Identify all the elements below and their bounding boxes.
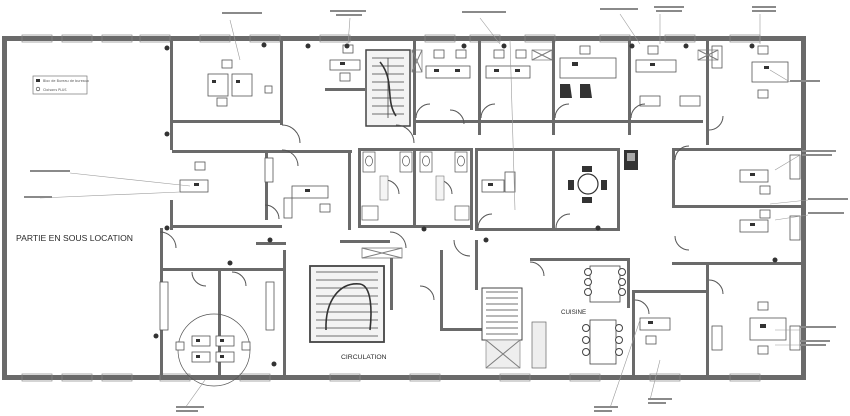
kitchen (529, 258, 630, 369)
stair-top (365, 49, 411, 127)
office-small-center-left (281, 149, 352, 230)
offices-right-middle (672, 145, 802, 265)
label-circulation: CIRCULATION (341, 354, 387, 361)
windows-top (21, 34, 761, 43)
legend-item-1: Bloc de Bureau de bureaux (43, 79, 89, 83)
sublease-zone (32, 40, 173, 375)
label-partie: PARTIE EN SOUS LOCATION (16, 233, 133, 243)
tiny-annotations (24, 6, 848, 412)
stair-lift (475, 240, 523, 369)
label-cuisine: CUISINE (561, 309, 586, 316)
offices-bottom-right (632, 265, 801, 378)
interior-misc (159, 109, 601, 266)
legend-item-2: Cloisons PLUS (43, 88, 67, 92)
meeting-room (475, 148, 638, 231)
office-top-left (172, 40, 283, 125)
offices-top-right (344, 40, 789, 145)
offices-bottom-left (153, 250, 286, 387)
annotation-leaders (39, 13, 809, 409)
outer-walls (2, 36, 806, 380)
windows-bottom (21, 373, 761, 382)
office-mid-left (172, 150, 293, 228)
stair-bottom (309, 250, 482, 343)
toilets (358, 148, 473, 230)
office-top-center (305, 43, 365, 91)
